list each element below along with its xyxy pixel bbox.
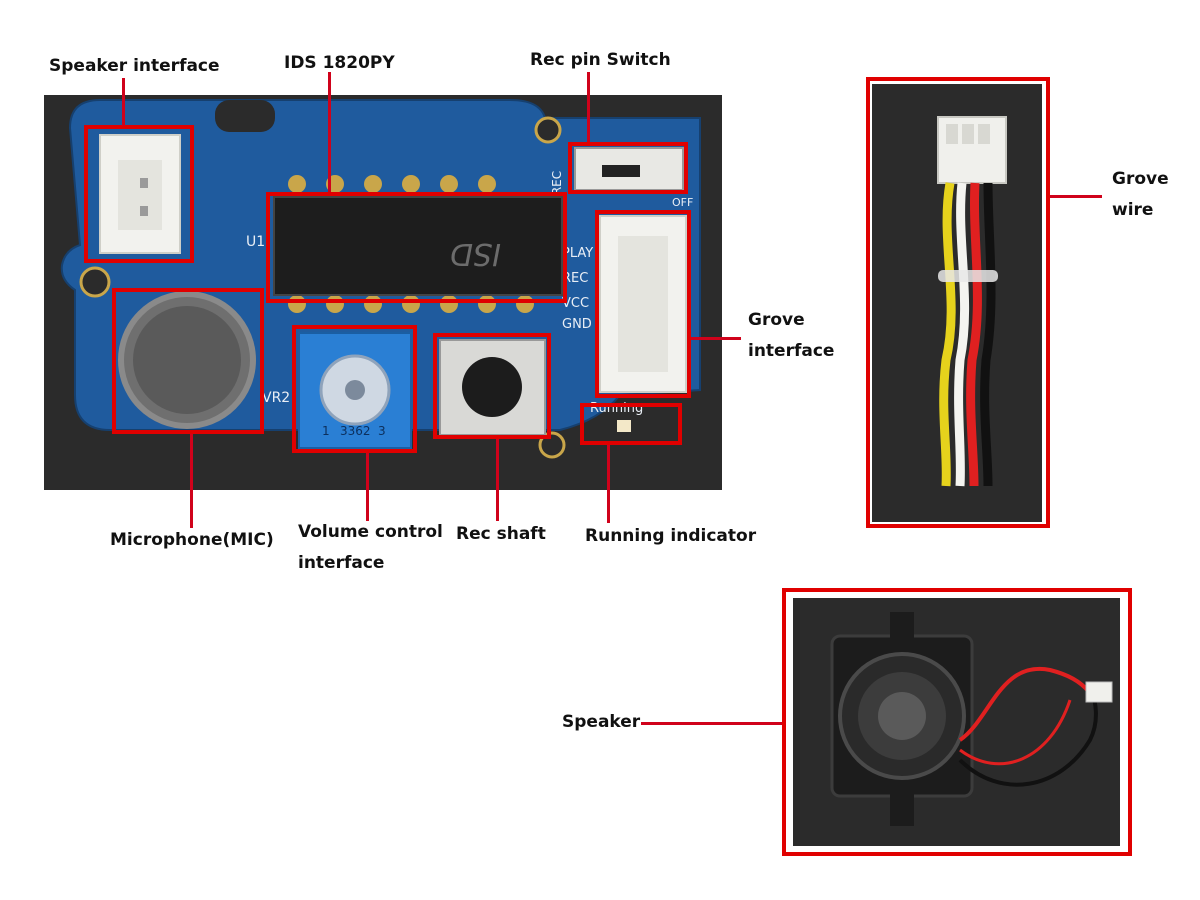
leader-speaker-interface	[122, 78, 125, 126]
cable-tie	[938, 270, 998, 282]
callout-box-volume	[292, 325, 417, 453]
label-ids-chip: IDS 1820PY	[284, 53, 395, 73]
rec-shaft	[462, 357, 522, 417]
leader-rec-switch	[587, 72, 590, 142]
label-running-indicator: Running indicator	[585, 526, 757, 546]
wire-black	[980, 182, 996, 487]
silk-vr2: VR2	[262, 390, 291, 406]
callout-box-grove-interface	[595, 210, 691, 398]
label-volume-line1: Volume control	[298, 522, 443, 542]
label-rec-pin-switch: Rec pin Switch	[530, 50, 671, 70]
wire-yellow	[939, 182, 956, 487]
callout-box-grove-wire	[866, 77, 1050, 528]
leader-speaker	[641, 722, 782, 725]
label-speaker: Speaker	[562, 712, 641, 732]
leader-volume	[366, 453, 369, 521]
label-microphone: Microphone(MIC)	[110, 530, 274, 550]
label-grove-interface-line2: interface	[748, 341, 835, 361]
silk-u1: U1	[246, 234, 266, 250]
chip-pins-top	[288, 175, 496, 193]
leader-microphone	[190, 434, 193, 528]
leader-grove-wire	[1050, 195, 1102, 198]
callout-box-running	[580, 403, 682, 445]
leader-grove-interface	[691, 337, 741, 340]
speaker-wire-black	[958, 691, 1098, 787]
label-grove-interface: Grove interface	[748, 305, 834, 367]
label-grove-wire: Grove wire	[1112, 164, 1169, 226]
label-grove-wire-line2: wire	[1112, 200, 1154, 220]
silk-gnd: GND	[562, 317, 592, 332]
silk-vcc: VCC	[562, 296, 590, 311]
wire-white	[954, 182, 970, 487]
pcb-notch	[215, 100, 275, 132]
label-rec-shaft: Rec shaft	[456, 524, 546, 544]
callout-box-ids-chip	[266, 192, 567, 303]
silk-play: PLAY	[562, 246, 594, 261]
speaker-connector	[1085, 681, 1113, 703]
mount-hole-icon	[79, 266, 111, 298]
pot-one: 1	[322, 424, 330, 438]
callout-box-microphone	[112, 288, 264, 434]
callout-box-rec-switch	[568, 142, 688, 194]
mount-hole-icon	[538, 431, 566, 459]
running-led	[617, 420, 631, 432]
callout-box-rec-shaft	[433, 333, 551, 439]
callout-box-speaker	[782, 588, 1132, 856]
label-volume-control: Volume control interface	[298, 517, 443, 579]
pot-three: 3	[378, 424, 386, 438]
silk-rec-pin: REC	[562, 271, 589, 286]
wire-red	[966, 182, 982, 487]
pot-code: 3362	[340, 424, 371, 438]
leader-running	[607, 445, 610, 523]
mount-hole-icon	[534, 116, 562, 144]
label-volume-line2: interface	[298, 553, 385, 573]
callout-box-speaker-interface	[84, 125, 194, 263]
label-grove-wire-line1: Grove	[1112, 169, 1169, 189]
leader-rec-shaft	[496, 439, 499, 521]
isd-chip	[273, 196, 563, 296]
label-speaker-interface: Speaker interface	[49, 56, 220, 76]
label-grove-interface-line1: Grove	[748, 310, 805, 330]
leader-ids-chip	[328, 72, 331, 192]
silk-off: OFF	[672, 196, 694, 209]
